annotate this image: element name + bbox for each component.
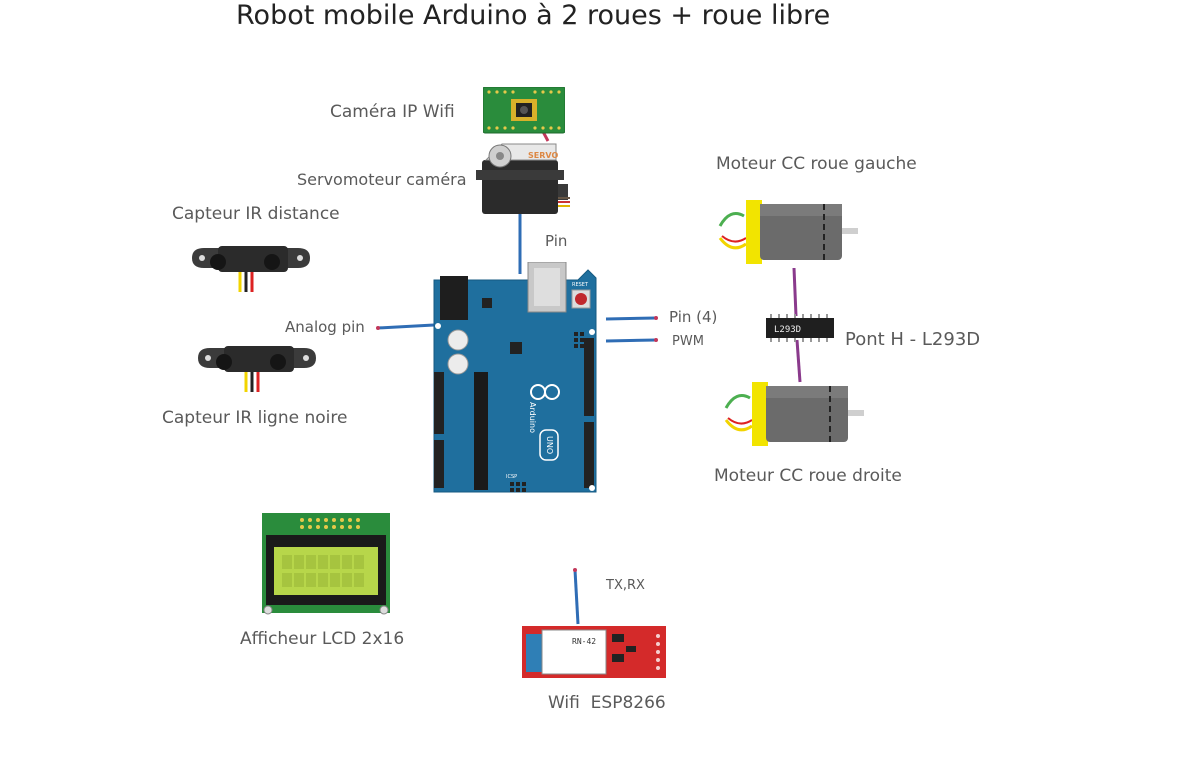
lcd-display xyxy=(262,513,390,615)
label-motor-left: Moteur CC roue gauche xyxy=(716,154,917,174)
label-ir-line: Capteur IR ligne noire xyxy=(162,408,348,428)
wire-motor-right xyxy=(795,339,802,383)
label-analog-pin: Analog pin xyxy=(285,318,365,336)
board-model: UNO xyxy=(545,436,554,454)
label-hbridge: Pont H - L293D xyxy=(845,329,981,350)
label-wifi: Wifi ESP8266 xyxy=(548,693,666,713)
label-pwm: PWM xyxy=(672,334,704,349)
wire-analog xyxy=(377,323,435,330)
ir-distance-sensor xyxy=(192,246,310,292)
label-txrx: TX,RX xyxy=(606,578,645,593)
camera-module xyxy=(483,87,565,134)
board-brand: Arduino xyxy=(528,402,537,433)
arduino-uno-board: RESET Arduino UNO ICSP xyxy=(433,262,597,493)
wire-motor-left xyxy=(792,267,798,317)
ir-line-sensor xyxy=(198,346,316,392)
label-camera: Caméra IP Wifi xyxy=(330,102,455,122)
hbridge-marking: L293D xyxy=(774,325,801,335)
wifi-module: RN-42 xyxy=(522,626,666,678)
diagram-title: Robot mobile Arduino à 2 roues + roue li… xyxy=(236,0,831,31)
wire-pin4 xyxy=(605,316,657,321)
label-pin4: Pin (4) xyxy=(669,308,718,326)
motor-right xyxy=(724,382,864,446)
wire-txrx xyxy=(573,569,580,625)
hbridge-chip: L293D xyxy=(766,314,834,342)
icsp-label: ICSP xyxy=(506,474,517,480)
motor-left xyxy=(718,200,858,264)
wifi-marking: RN-42 xyxy=(572,637,596,646)
label-ir-distance: Capteur IR distance xyxy=(172,204,340,224)
label-pin: Pin xyxy=(545,232,568,250)
servo-marking: SERVO xyxy=(528,151,558,160)
label-motor-right: Moteur CC roue droite xyxy=(714,466,902,486)
servo-motor: SERVO xyxy=(476,143,570,214)
wire-pwm xyxy=(605,338,657,343)
label-lcd: Afficheur LCD 2x16 xyxy=(240,629,405,649)
label-servo: Servomoteur caméra xyxy=(297,170,467,189)
reset-label: RESET xyxy=(572,282,589,288)
